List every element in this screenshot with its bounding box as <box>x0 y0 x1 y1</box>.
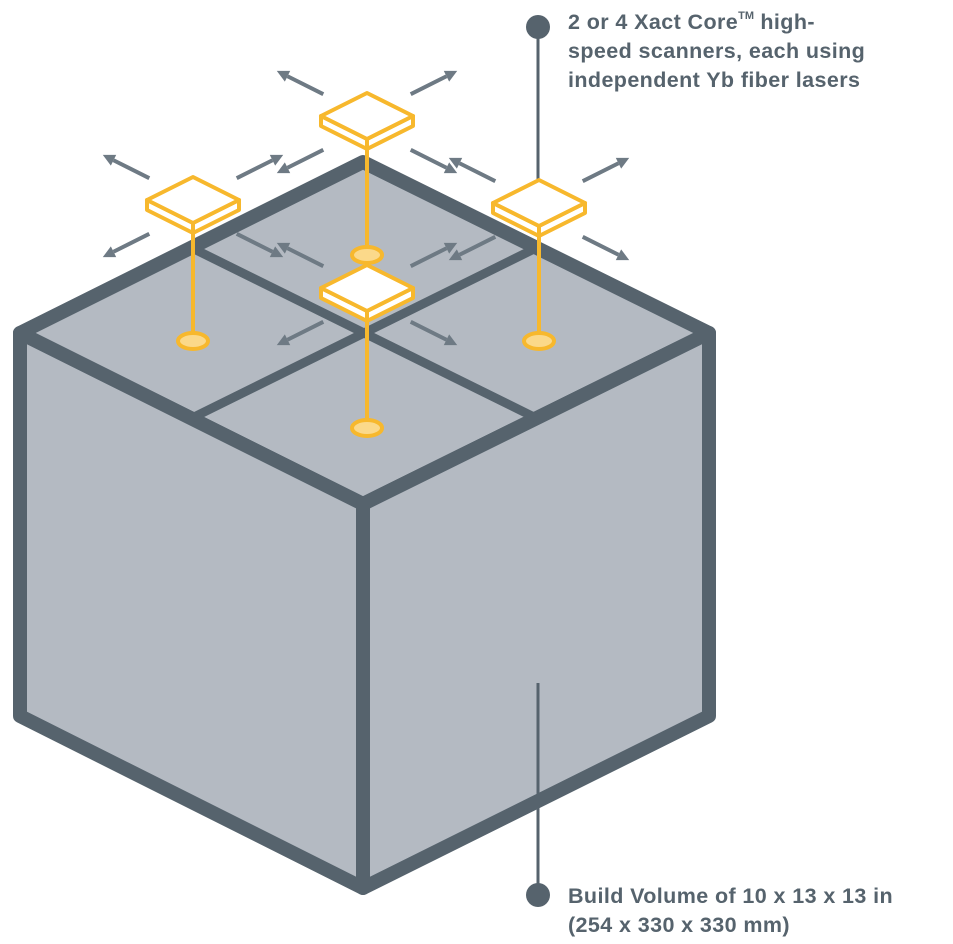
scanners-layer <box>102 70 630 438</box>
move-arrow-sw <box>276 320 325 346</box>
scanner-head <box>319 91 415 151</box>
move-arrow-sw <box>448 235 497 261</box>
callouts <box>526 15 550 907</box>
move-arrow-se <box>409 320 458 346</box>
move-arrow-nw <box>276 242 325 268</box>
scanners-annotation: 2 or 4 Xact CoreTM high- speed scanners,… <box>568 8 865 95</box>
scanners-annotation-text-cont: high- <box>754 10 815 34</box>
scanner-top <box>276 70 458 265</box>
scanner-callout-dot <box>526 15 550 39</box>
move-arrow-ne <box>409 70 458 96</box>
top-face-divider-2 <box>190 243 538 423</box>
move-arrow-sw <box>102 232 151 258</box>
laser-spot <box>350 418 384 438</box>
scanners-annotation-line-2: speed scanners, each using <box>568 39 866 63</box>
move-arrow-se <box>581 235 630 261</box>
scanners-annotation-text: 2 or 4 Xact Core <box>568 10 739 34</box>
build-volume-annotation-line-1: Build Volume of 10 x 13 x 13 in <box>568 884 894 908</box>
scanner-head <box>319 263 415 323</box>
build-volume-annotation-line-2: (254 x 330 x 330 mm) <box>568 913 790 937</box>
scanner-head <box>145 175 241 235</box>
scanners-annotation-line-1: 2 or 4 Xact CoreTM high- <box>568 8 865 37</box>
build-volume-annotation: Build Volume of 10 x 13 x 13 in (254 x 3… <box>568 882 893 940</box>
scanner-right <box>448 157 630 351</box>
trademark-superscript: TM <box>738 10 754 22</box>
move-arrow-se <box>409 148 458 174</box>
move-arrow-ne <box>409 242 458 268</box>
scanner-center <box>276 242 458 438</box>
move-arrow-nw <box>102 154 151 180</box>
move-arrow-nw <box>276 70 325 96</box>
scanner-head <box>491 178 587 238</box>
move-arrow-ne <box>235 154 284 180</box>
move-arrow-ne <box>581 157 630 183</box>
laser-spot <box>522 331 556 351</box>
move-arrow-sw <box>276 148 325 174</box>
scanners-annotation-line-3: independent Yb fiber lasers <box>568 68 861 92</box>
laser-spot <box>176 331 210 351</box>
volume-callout-dot <box>526 883 550 907</box>
cube-right-face <box>356 326 716 895</box>
scanner-left <box>102 154 284 351</box>
move-arrow-se <box>235 232 284 258</box>
laser-spot <box>350 245 384 265</box>
move-arrow-nw <box>448 157 497 183</box>
